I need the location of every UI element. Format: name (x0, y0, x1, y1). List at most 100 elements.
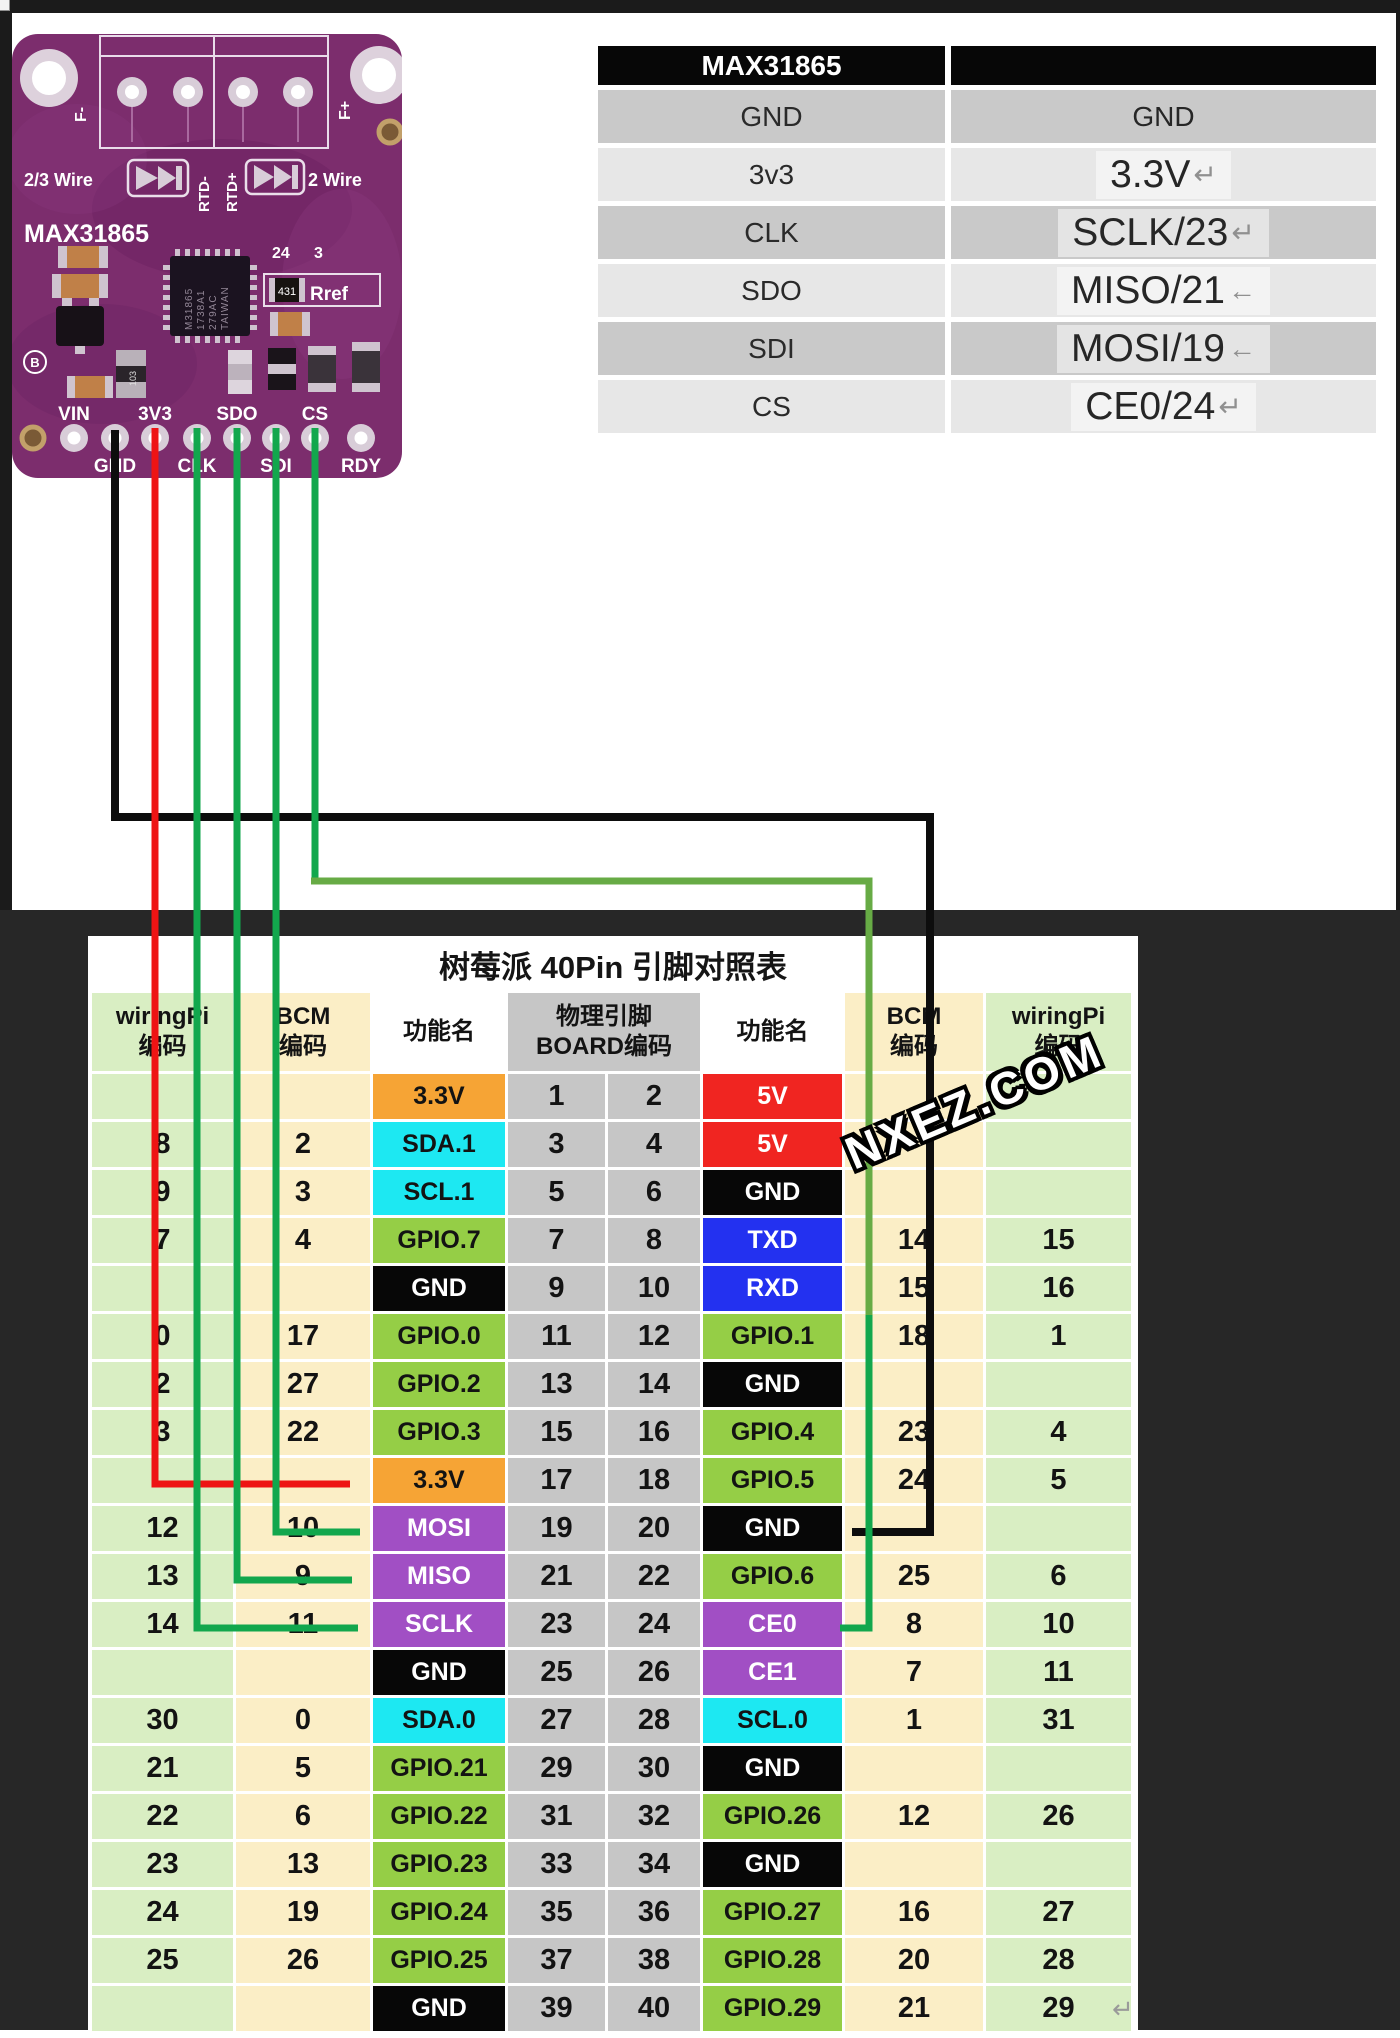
pi-cell-bcm-left: 13 (236, 1842, 370, 1887)
pi-cell-wiringpi-right: 11 (986, 1650, 1131, 1695)
pi-cell-wiringpi-right: 26 (986, 1794, 1131, 1839)
pi-cell-function-left: SDA.1 (373, 1122, 505, 1167)
jumper-2-icon (244, 158, 306, 196)
pi-cell-pin-right: 6 (608, 1170, 700, 1215)
pin-label-sdo: SDO (216, 404, 257, 425)
pi-cell-wiringpi-right: 27 (986, 1890, 1131, 1935)
pi-header-line1: wiringPi (1011, 1003, 1106, 1030)
pi-cell-wiringpi-right (986, 1842, 1131, 1887)
pi-cell-pin-right: 2 (608, 1074, 700, 1119)
pi-cell-bcm-left: 0 (236, 1698, 370, 1743)
pi-cell-function-right: GPIO.27 (703, 1890, 842, 1935)
b-mark: B (23, 350, 47, 374)
pi-cell-wiringpi-left: 2 (92, 1362, 233, 1407)
pi-cell-wiringpi-right (986, 1746, 1131, 1791)
pi-cell-function-right: GPIO.4 (703, 1410, 842, 1455)
breakout-pads (19, 424, 375, 452)
pi-cell-function-right: CE0 (703, 1602, 842, 1647)
pi-cell-pin-left: 23 (508, 1602, 605, 1647)
conn-header-right (951, 46, 1376, 85)
pi-cell-wiringpi-left (92, 1458, 233, 1503)
pi-cell-wiringpi-left: 9 (92, 1170, 233, 1215)
pi-cell-pin-left: 29 (508, 1746, 605, 1791)
pi-cell-pin-right: 38 (608, 1938, 700, 1983)
conn-cell-right: 3.3V↵ (951, 148, 1376, 201)
gold-via (376, 118, 404, 146)
board-svg: F- F+ 2/3 Wire RTD- RTD+ 2 Wire MAX31865… (7, 34, 408, 478)
conn-cell-left: SDO (598, 264, 945, 317)
pi-cell-function-right: GPIO.1 (703, 1314, 842, 1359)
pi-cell-function-right: GND (703, 1746, 842, 1791)
pi-cell-pin-left: 3 (508, 1122, 605, 1167)
conn-cell-right: SCLK/23↵ (951, 206, 1376, 259)
pin-label-clk: CLK (177, 456, 216, 477)
pi-cell-bcm-left: 11 (236, 1602, 370, 1647)
mounting-hole (362, 58, 396, 92)
rref-chip-code: 431 (278, 286, 296, 298)
return-arrow-icon: ↵ (1193, 159, 1217, 190)
pi-cell-function-left: GPIO.25 (373, 1938, 505, 1983)
pi-cell-pin-right: 8 (608, 1218, 700, 1263)
pi-cell-function-right: TXD (703, 1218, 842, 1263)
board-title: MAX31865 (24, 220, 149, 248)
pi-cell-wiringpi-right (986, 1506, 1131, 1551)
pi-cell-bcm-left: 2 (236, 1122, 370, 1167)
pin-label-gnd: GND (94, 456, 136, 477)
pi-cell-bcm-right: 15 (845, 1266, 983, 1311)
pi-cell-wiringpi-left: 25 (92, 1938, 233, 1983)
pi-cell-wiringpi-right (986, 1074, 1131, 1119)
f-minus-label: F- (73, 107, 90, 122)
terminal-footprint (99, 35, 329, 149)
pi-cell-function-left: MOSI (373, 1506, 505, 1551)
conn-cell-left: CLK (598, 206, 945, 259)
pi-cell-pin-left: 39 (508, 1986, 605, 2031)
pi-cell-wiringpi-left: 7 (92, 1218, 233, 1263)
conn-cell-left: 3v3 (598, 148, 945, 201)
return-arrow-icon: ← (1227, 274, 1256, 306)
pi-cell-function-left: GPIO.22 (373, 1794, 505, 1839)
pin-label-rdy: RDY (341, 456, 381, 477)
pi-cell-function-right: SCL.0 (703, 1698, 842, 1743)
pi-cell-pin-right: 22 (608, 1554, 700, 1599)
pi-cell-wiringpi-right: 31 (986, 1698, 1131, 1743)
pi-cell-bcm-left: 6 (236, 1794, 370, 1839)
conn-cell-right: MOSI/19← (951, 322, 1376, 375)
pi-cell-pin-right: 18 (608, 1458, 700, 1503)
pi-cell-bcm-left: 4 (236, 1218, 370, 1263)
pi-cell-wiringpi-left: 14 (92, 1602, 233, 1647)
pi-cell-bcm-right: 23 (845, 1410, 983, 1455)
pi-cell-function-left: 3.3V (373, 1074, 505, 1119)
pi-header-cell: 功能名 (373, 993, 505, 1071)
return-mark-glyph: ↵ (1112, 1994, 1134, 2024)
pi-cell-function-left: SDA.0 (373, 1698, 505, 1743)
conn-cell-value: MOSI/19← (1057, 324, 1270, 373)
pi-cell-bcm-left: 3 (236, 1170, 370, 1215)
pin24-mark: 24 (272, 245, 290, 262)
pi-cell-wiringpi-right (986, 1170, 1131, 1215)
pi-cell-pin-right: 12 (608, 1314, 700, 1359)
pin-label-vin: VIN (58, 404, 90, 425)
pi-cell-wiringpi-right: 6 (986, 1554, 1131, 1599)
chip-marking: 279AC (208, 294, 219, 330)
pi-cell-wiringpi-right: 5 (986, 1458, 1131, 1503)
pi-cell-pin-right: 16 (608, 1410, 700, 1455)
pi-cell-bcm-right: 12 (845, 1794, 983, 1839)
conn-cell-left: GND (598, 90, 945, 143)
pi-cell-function-right: 5V (703, 1074, 842, 1119)
pi-cell-function-left: GPIO.7 (373, 1218, 505, 1263)
conn-cell-value: MISO/21← (1057, 266, 1270, 315)
wire-23-label: 2/3 Wire (24, 170, 93, 190)
pi-header-line2: 编码 (279, 1033, 327, 1060)
pi-cell-wiringpi-left: 30 (92, 1698, 233, 1743)
jumper-23-icon (126, 158, 190, 198)
